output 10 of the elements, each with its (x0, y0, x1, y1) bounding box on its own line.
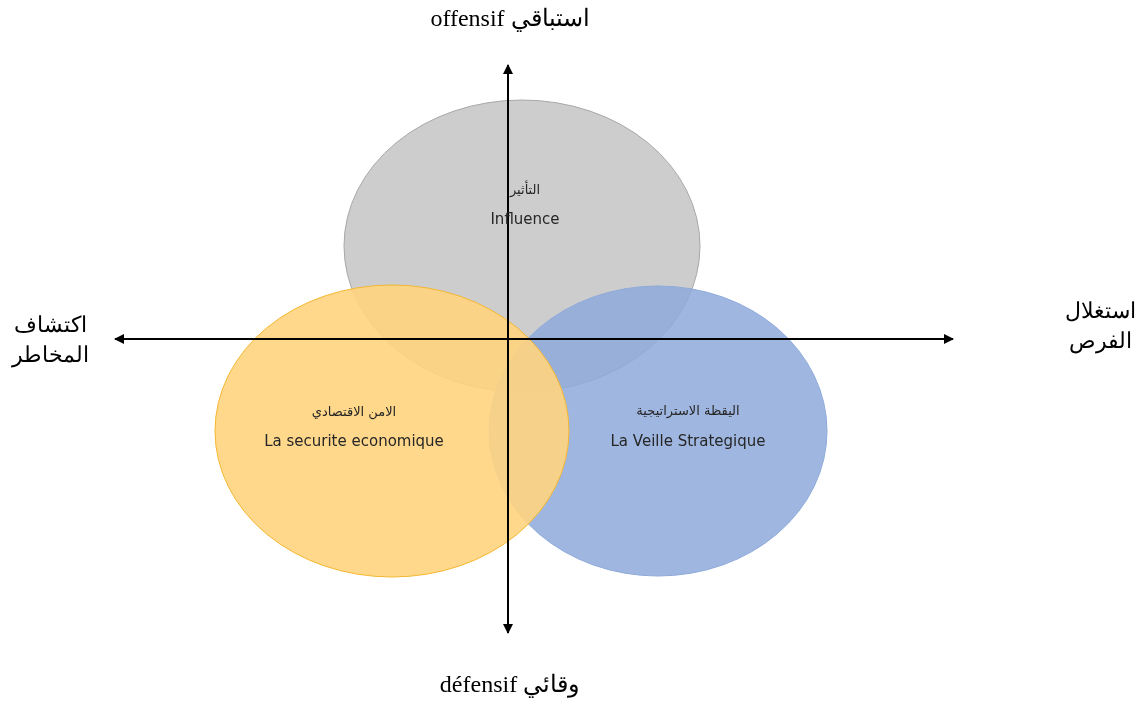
venn-circle (214, 284, 570, 578)
circle-label: التأثير (509, 182, 541, 197)
axis-pole-label: اكتشاف المخاطر (10, 311, 90, 370)
axis-pole-label: استباقي offensif (430, 4, 590, 32)
axis-pole-label: وقائي défensif (439, 670, 581, 698)
circle-label: La securite economique (264, 432, 444, 450)
axis-pole-label: استغلال الفرص (1063, 297, 1137, 356)
circle-label: اليقظة الاستراتيجية (636, 403, 740, 418)
circle-label: الامن الاقتصادي (311, 404, 397, 419)
circle-label: La Veille Strategique (610, 432, 766, 450)
